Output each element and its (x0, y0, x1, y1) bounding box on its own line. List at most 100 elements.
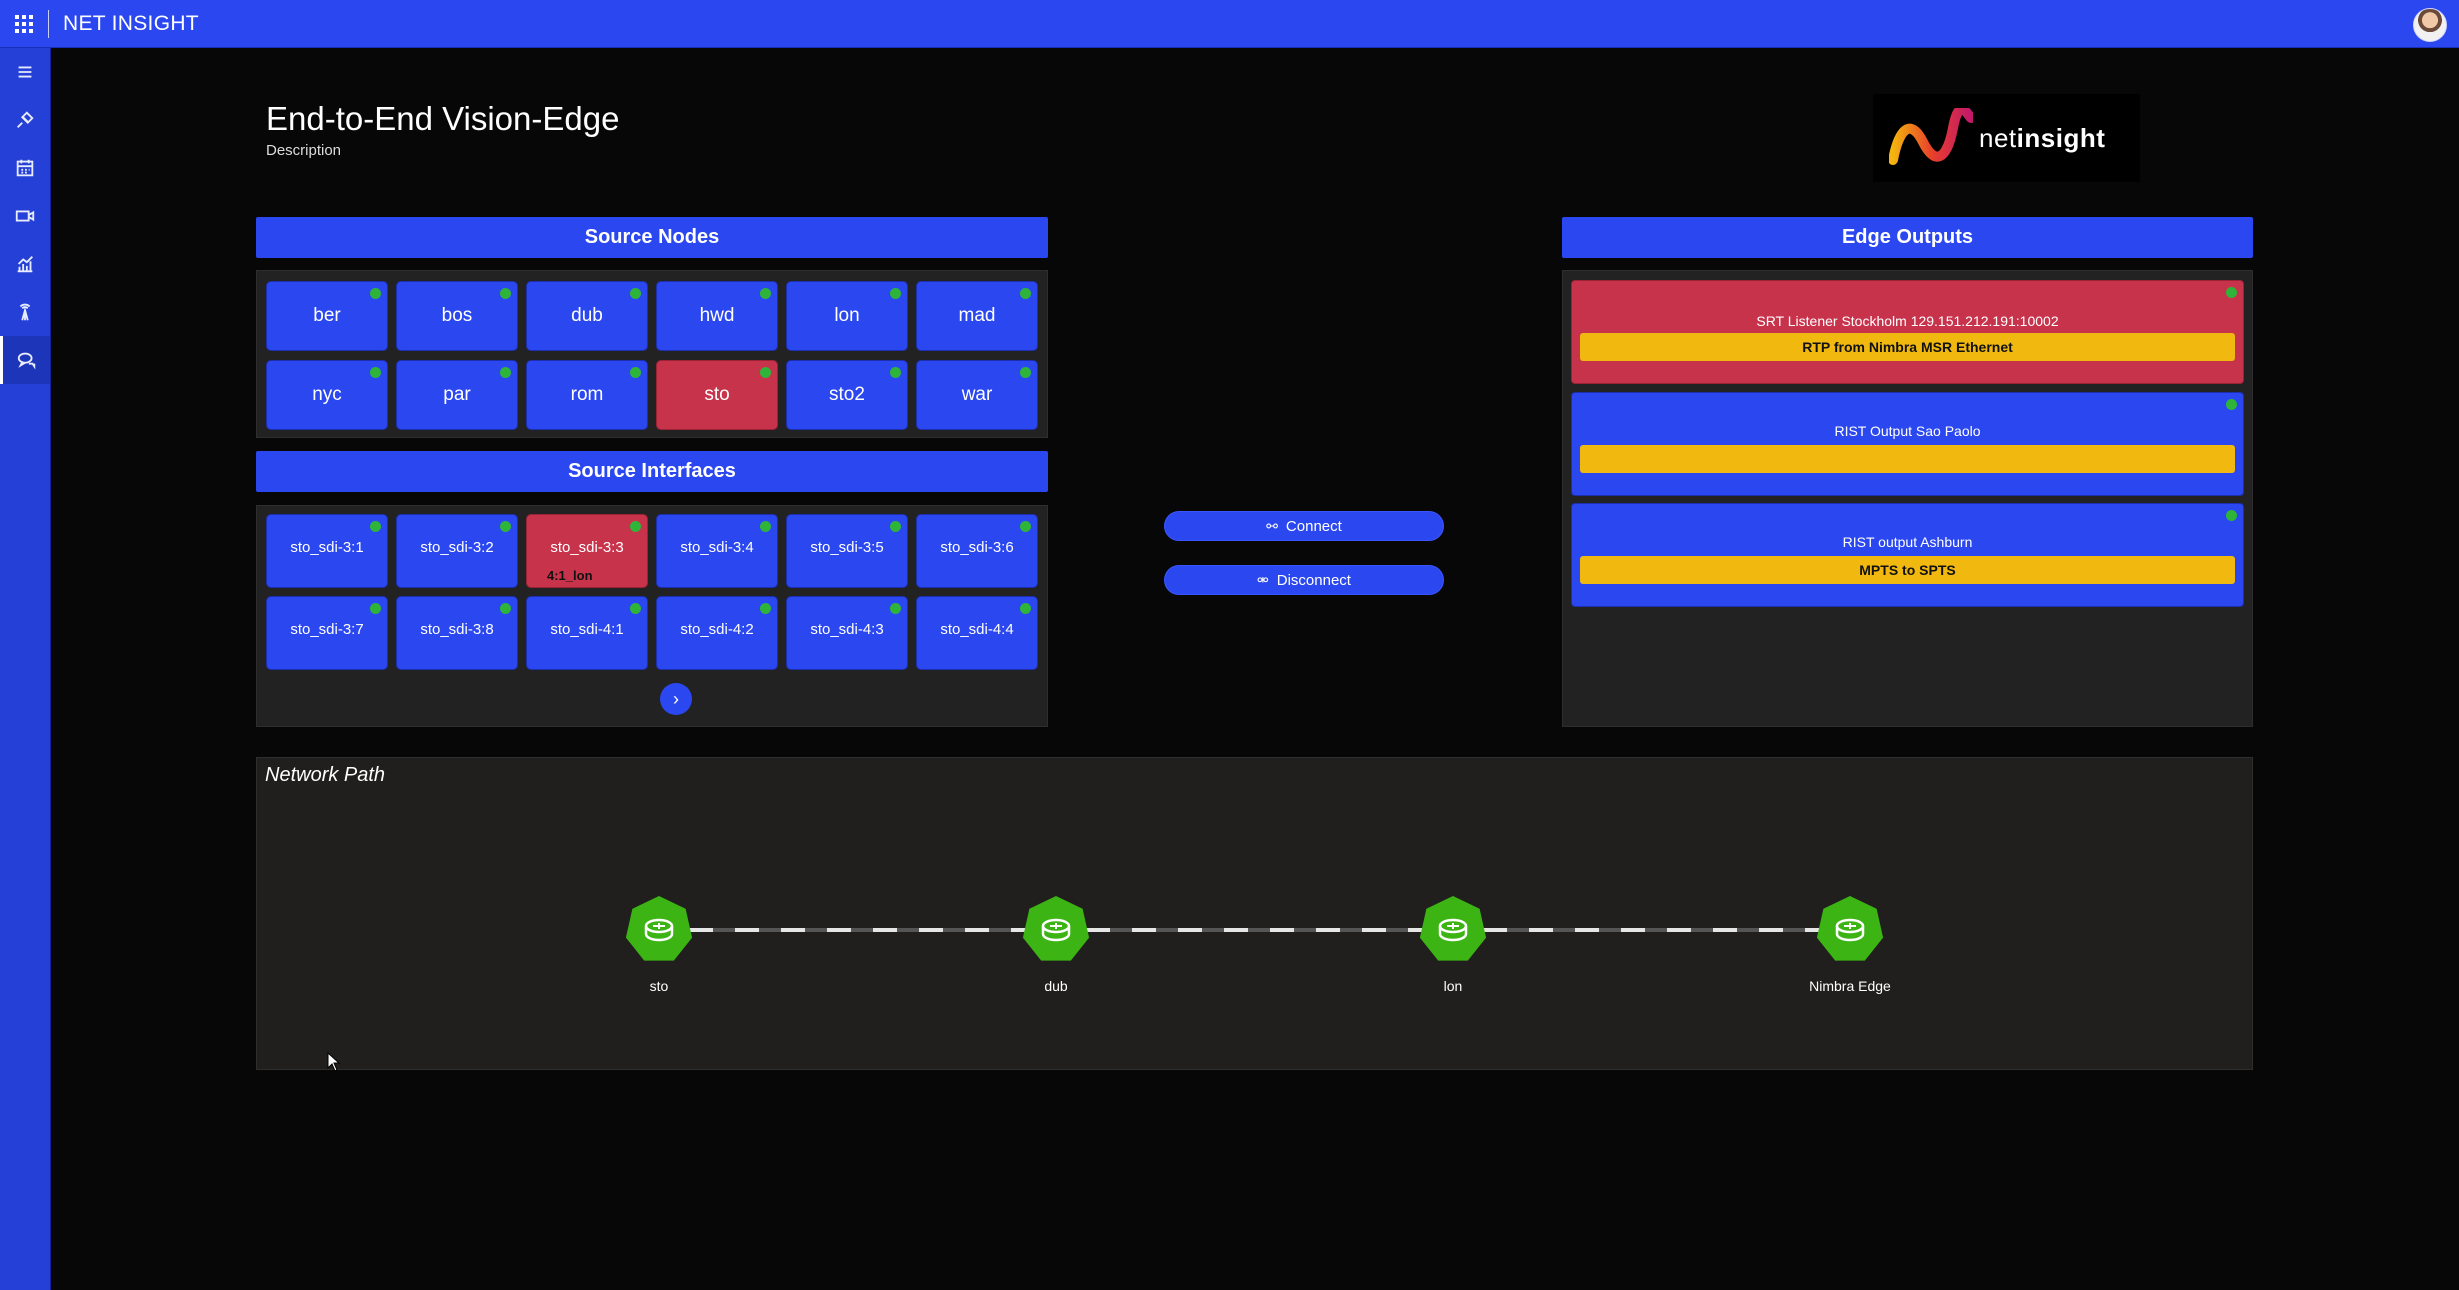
edge-output-title: RIST Output Sao Paolo (1834, 423, 1981, 439)
source-node-tile[interactable]: par (396, 360, 518, 430)
network-node-router-icon[interactable] (623, 894, 695, 966)
status-ok-indicator (760, 603, 771, 614)
source-node-tile[interactable]: rom (526, 360, 648, 430)
network-node-router-icon[interactable] (1814, 894, 1886, 966)
source-interface-label: sto_sdi-4:2 (680, 621, 754, 638)
edge-output-card[interactable]: RIST output Ashburn MPTS to SPTS (1571, 503, 2244, 607)
nav-analytics[interactable] (0, 240, 50, 288)
status-ok-indicator (2226, 399, 2237, 410)
edge-output-profile-bar: MPTS to SPTS (1580, 556, 2235, 584)
edge-output-profile-bar (1580, 445, 2235, 473)
connect-button[interactable]: ⚯ Connect (1164, 511, 1444, 541)
network-path-panel (256, 757, 2253, 1070)
source-node-tile[interactable]: sto2 (786, 360, 908, 430)
network-link (1483, 928, 1820, 932)
network-node-label: Nimbra Edge (1809, 978, 1891, 994)
network-node-label: sto (649, 978, 669, 994)
status-ok-indicator (890, 288, 901, 299)
edge-output-profile-bar: RTP from Nimbra MSR Ethernet (1580, 333, 2235, 361)
network-link (1086, 928, 1423, 932)
status-ok-indicator (2226, 287, 2237, 298)
connect-plug-icon: ⚯ (1266, 517, 1278, 534)
source-interface-label: sto_sdi-4:4 (940, 621, 1014, 638)
edge-output-card[interactable]: SRT Listener Stockholm 129.151.212.191:1… (1571, 280, 2244, 384)
source-interface-label: sto_sdi-3:4 (680, 539, 754, 556)
nav-video[interactable] (0, 192, 50, 240)
source-node-label: hwd (699, 305, 735, 326)
status-ok-indicator (760, 521, 771, 532)
status-ok-indicator (500, 288, 511, 299)
status-ok-indicator (630, 288, 641, 299)
source-interface-tile[interactable]: sto_sdi-4:4 (916, 596, 1038, 670)
status-ok-indicator (890, 521, 901, 532)
netinsight-logo: netinsight (1873, 94, 2140, 182)
source-interface-tile[interactable]: sto_sdi-3:1 (266, 514, 388, 588)
source-node-tile[interactable]: lon (786, 281, 908, 351)
source-node-tile[interactable]: nyc (266, 360, 388, 430)
source-interface-tile[interactable]: sto_sdi-4:2 (656, 596, 778, 670)
source-interface-label: sto_sdi-3:6 (940, 539, 1014, 556)
source-node-tile[interactable]: bos (396, 281, 518, 351)
network-node-label: lon (1443, 978, 1463, 994)
source-interface-tile[interactable]: sto_sdi-3:7 (266, 596, 388, 670)
source-node-label: par (443, 384, 471, 405)
waffle-icon (15, 14, 33, 33)
nav-network[interactable] (0, 288, 50, 336)
source-node-tile[interactable]: war (916, 360, 1038, 430)
source-interfaces-header: Source Interfaces (256, 451, 1048, 492)
network-path-title: Network Path (265, 764, 386, 786)
source-node-label: ber (313, 305, 341, 326)
source-node-label: rom (570, 384, 604, 405)
app-title: NET INSIGHT (63, 11, 199, 35)
source-interface-tile[interactable]: sto_sdi-4:3 (786, 596, 908, 670)
source-node-tile[interactable]: dub (526, 281, 648, 351)
source-node-label: nyc (312, 384, 342, 405)
edge-output-title: RIST output Ashburn (1842, 534, 1973, 550)
source-interface-tile[interactable]: sto_sdi-3:2 (396, 514, 518, 588)
source-interface-tile[interactable]: sto_sdi-3:5 (786, 514, 908, 588)
camera-icon (15, 210, 35, 222)
nav-schedule[interactable] (0, 144, 50, 192)
left-nav-rail (0, 48, 51, 1290)
status-ok-indicator (630, 521, 641, 532)
next-page-button[interactable]: › (660, 683, 692, 715)
nav-connections[interactable] (0, 96, 50, 144)
source-nodes-header: Source Nodes (256, 217, 1048, 258)
top-bar: NET INSIGHT (0, 0, 2459, 48)
source-interface-tile[interactable]: sto_sdi-3:8 (396, 596, 518, 670)
network-node-router-icon[interactable] (1020, 894, 1092, 966)
edge-output-card[interactable]: RIST Output Sao Paolo (1571, 392, 2244, 496)
source-node-label: sto (704, 384, 730, 405)
network-node-router-icon[interactable] (1417, 894, 1489, 966)
status-ok-indicator (500, 367, 511, 378)
calendar-icon (16, 159, 34, 177)
topbar-divider (48, 9, 49, 38)
source-node-tile[interactable]: sto (656, 360, 778, 430)
source-interface-tile[interactable]: sto_sdi-3:6 (916, 514, 1038, 588)
hamburger-menu-icon (18, 66, 32, 78)
connect-label: Connect (1285, 517, 1342, 535)
edge-output-title: SRT Listener Stockholm 129.151.212.191:1… (1756, 313, 2059, 329)
source-interface-tile[interactable]: sto_sdi-4:1 (526, 596, 648, 670)
source-interface-tile[interactable]: sto_sdi-3:4 (656, 514, 778, 588)
user-avatar[interactable] (2413, 8, 2447, 42)
nav-menu-toggle[interactable] (0, 48, 50, 96)
nav-vision-edge[interactable] (0, 336, 50, 384)
network-node-label: dub (1044, 978, 1068, 994)
source-interface-label: sto_sdi-4:3 (810, 621, 884, 638)
source-node-label: sto2 (829, 384, 865, 405)
status-ok-indicator (500, 521, 511, 532)
source-interface-label: sto_sdi-3:1 (290, 539, 364, 556)
source-node-tile[interactable]: ber (266, 281, 388, 351)
status-ok-indicator (890, 603, 901, 614)
disconnect-label: Disconnect (1276, 571, 1351, 589)
app-launcher-button[interactable] (0, 0, 48, 48)
disconnect-button[interactable]: ⚮Disconnect (1164, 565, 1444, 595)
source-node-tile[interactable]: hwd (656, 281, 778, 351)
status-ok-indicator (630, 603, 641, 614)
source-node-label: dub (571, 305, 603, 326)
source-node-tile[interactable]: mad (916, 281, 1038, 351)
analytics-chart-icon (17, 256, 33, 273)
mouse-cursor-icon (327, 1052, 341, 1072)
